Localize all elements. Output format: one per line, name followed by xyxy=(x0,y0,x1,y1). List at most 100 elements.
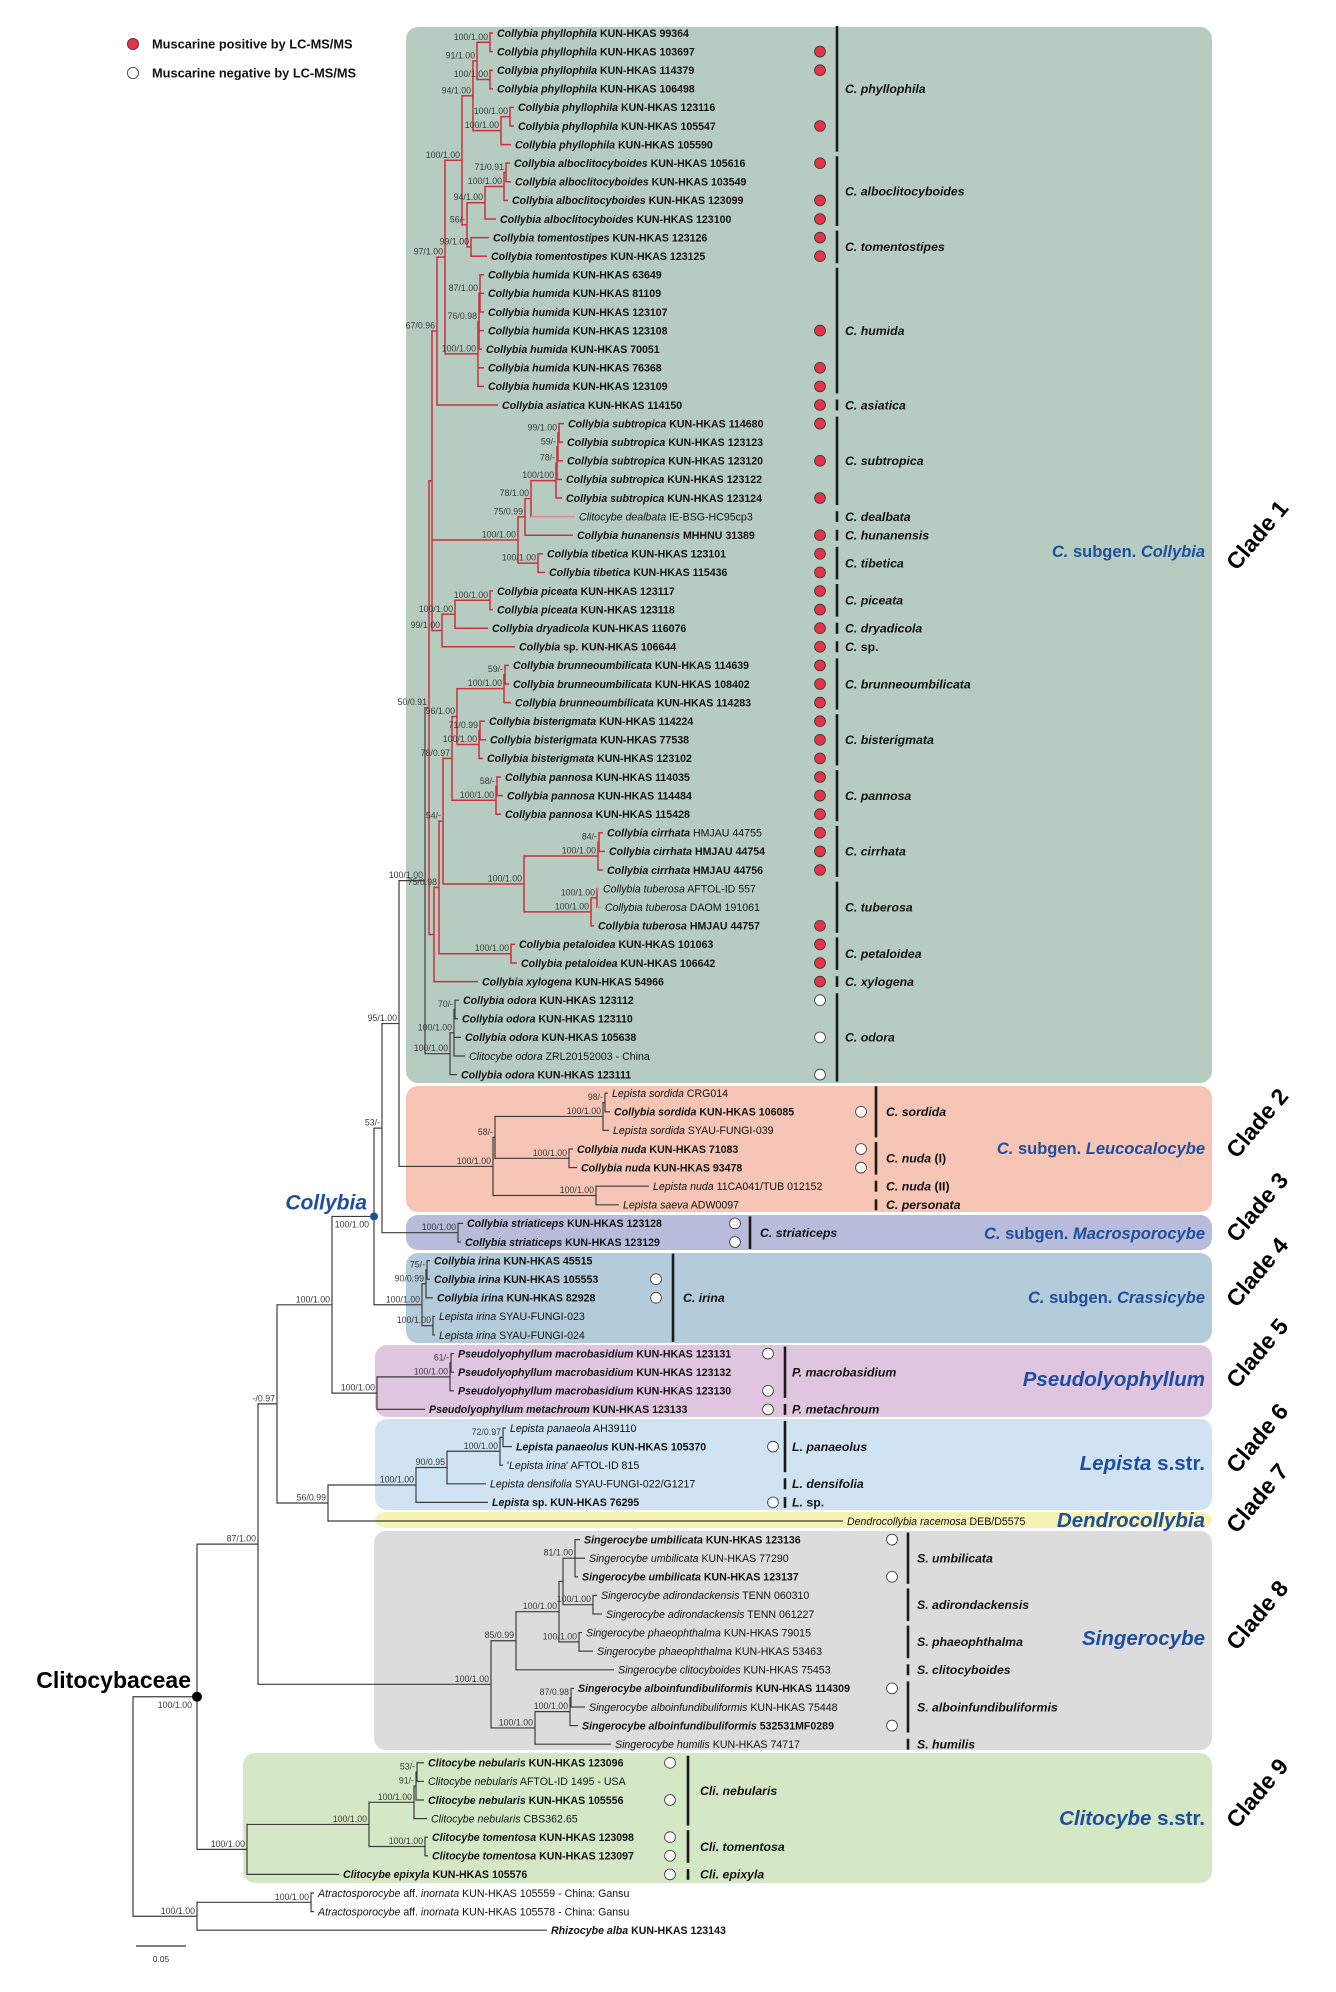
text-segment: KUN-HKAS 45515 xyxy=(501,1255,593,1267)
text-segment: Clitocybe nebularis xyxy=(428,1776,518,1788)
taxon-label: Lepista irina SYAU-FUNGI-023 xyxy=(439,1311,585,1323)
text-segment: Pseudolyophyllum macrobasidium xyxy=(458,1386,633,1398)
text-segment: Collybia striaticeps xyxy=(465,1237,562,1249)
muscarine-positive-marker xyxy=(814,361,826,374)
support-value: 100/1.00 xyxy=(567,1106,601,1116)
muscarine-positive-marker xyxy=(814,733,826,746)
clade-taxon-label: C. subgen. Leucocalocybe xyxy=(997,1140,1205,1158)
text-segment: KUN-HKAS 108402 xyxy=(652,679,750,691)
species-label: C. tuberosa xyxy=(845,901,913,915)
legend-negative-label: Muscarine negative by LC-MS/MS xyxy=(152,66,357,81)
taxon-label: Lepista irina SYAU-FUNGI-024 xyxy=(439,1330,585,1342)
support-value: 67/0.96 xyxy=(406,321,435,331)
muscarine-positive-marker xyxy=(814,324,826,337)
text-segment: Collybia irina xyxy=(437,1293,504,1305)
species-label: C. alboclitocyboides xyxy=(845,184,965,198)
support-value: 100/1.00 xyxy=(422,1222,456,1232)
species-label: P. metachroum xyxy=(792,1403,879,1417)
species-label: C. cirrhata xyxy=(845,845,906,859)
support-value: 85/0.99 xyxy=(485,1630,514,1640)
taxon-label: Collybia phyllophila KUN-HKAS 105547 xyxy=(518,121,716,133)
text-segment: Singerocybe alboinfundibuliformis xyxy=(582,1720,757,1732)
text-segment: Collybia alboclitocyboides xyxy=(500,214,634,226)
species-label: C. personata xyxy=(886,1198,961,1212)
taxon-label: Clitocybe nebularis CBS362.65 xyxy=(431,1813,578,1825)
text-segment: KUN-HKAS 123117 xyxy=(578,586,675,598)
text-segment: CRG014 xyxy=(684,1088,728,1100)
muscarine-negative-marker xyxy=(886,1571,898,1583)
muscarine-positive-marker xyxy=(814,250,826,263)
text-segment: L. xyxy=(792,1496,803,1510)
support-value: 91/- xyxy=(399,1776,414,1786)
text-segment: Collybia tuberosa xyxy=(598,921,687,933)
text-segment: Collybia xyxy=(519,642,560,654)
taxon-label: Atractosporocybe aff. inornata KUN-HKAS … xyxy=(317,1888,629,1900)
text-segment: Collybia nuda xyxy=(577,1144,647,1156)
support-value: 81/1.00 xyxy=(544,1548,573,1558)
taxon-label: Collybia tomentostipes KUN-HKAS 123126 xyxy=(493,232,707,244)
text-segment: C. personata xyxy=(886,1198,961,1212)
text-segment: KUN-HKAS 82928 xyxy=(504,1293,596,1305)
muscarine-negative-marker xyxy=(814,994,826,1006)
taxon-label: Collybia sordida KUN-HKAS 106085 xyxy=(614,1107,794,1119)
support-value: 53/- xyxy=(365,1118,380,1128)
species-label: C. sp. xyxy=(845,640,879,654)
text-segment: C. petaloidea xyxy=(845,947,922,961)
taxon-label: Clitocybe epixyla KUN-HKAS 105576 xyxy=(343,1869,527,1881)
text-segment: KUN-HKAS 103549 xyxy=(649,177,747,189)
support-value: 61/- xyxy=(434,1352,449,1362)
muscarine-negative-marker xyxy=(886,1719,898,1732)
text-segment: KUN-HKAS 105370 xyxy=(608,1441,706,1453)
text-segment: KUN-HKAS 123125 xyxy=(608,251,706,263)
taxon-label: Collybia humida KUN-HKAS 81109 xyxy=(488,288,661,300)
support-value: 96/1.00 xyxy=(426,706,455,716)
legend-positive-marker xyxy=(127,38,140,51)
support-value: 100/1.00 xyxy=(533,1148,567,1158)
text-segment: KUN-HKAS 114224 xyxy=(596,716,693,728)
text-segment: HMJAU 44755 xyxy=(690,828,762,840)
muscarine-positive-marker xyxy=(814,789,826,802)
muscarine-negative-marker xyxy=(664,1868,676,1881)
clade-box xyxy=(243,1753,1212,1883)
text-segment: Collybia odora xyxy=(465,1032,539,1044)
text-segment: KUN-HKAS 123128 xyxy=(564,1218,662,1230)
text-segment: HMJAU 44754 xyxy=(692,846,765,858)
support-value: 100/1.00 xyxy=(562,846,596,856)
text-segment: KUN-HKAS 115428 xyxy=(593,809,690,821)
support-value: 76/0.98 xyxy=(448,311,477,321)
support-value: 100/1.00 xyxy=(534,1701,568,1711)
taxon-label: Collybia humida KUN-HKAS 123107 xyxy=(488,307,668,319)
muscarine-negative-marker xyxy=(855,1161,867,1174)
taxon-label: Collybia irina KUN-HKAS 45515 xyxy=(434,1255,592,1267)
text-segment: C. xyxy=(1052,543,1069,561)
taxon-label: Collybia humida KUN-HKAS 76368 xyxy=(488,363,662,375)
text-segment: KUN-HKAS 116076 xyxy=(589,623,686,635)
text-segment: subgen. xyxy=(1001,1225,1073,1243)
taxon-label: Collybia irina KUN-HKAS 105553 xyxy=(434,1274,598,1286)
text-segment: KUN-HKAS 123124 xyxy=(664,493,762,505)
species-label: C. brunneoumbilicata xyxy=(845,677,971,691)
text-segment: KUN-HKAS 123131 xyxy=(633,1348,731,1360)
text-segment: KUN-HKAS 123130 xyxy=(633,1386,731,1398)
text-segment: Collybia tomentostipes xyxy=(493,232,610,244)
text-segment: Collybia phyllophila xyxy=(497,84,597,96)
muscarine-positive-marker xyxy=(814,845,826,858)
text-segment: Collybia tibetica xyxy=(547,549,628,561)
text-segment: TENN 060310 xyxy=(739,1590,809,1602)
text-segment: KUN-HKAS 123143 xyxy=(628,1925,726,1937)
text-segment: Lepista xyxy=(1080,1452,1152,1475)
muscarine-positive-marker xyxy=(814,938,826,951)
taxon-label: Collybia humida KUN-HKAS 123109 xyxy=(488,381,668,393)
muscarine-negative-marker xyxy=(729,1217,741,1230)
legend: Muscarine positive by LC-MS/MS Muscarine… xyxy=(127,37,357,81)
text-segment: KUN-HKAS 123118 xyxy=(578,604,675,616)
text-segment: ZRL20152003 - China xyxy=(543,1051,650,1063)
text-segment: KUN-HKAS 123098 xyxy=(536,1832,634,1844)
text-segment: KUN-HKAS 75448 xyxy=(747,1702,837,1714)
text-segment: Collybia humida xyxy=(488,325,570,337)
text-segment: KUN-HKAS 123132 xyxy=(633,1367,731,1379)
text-segment: KUN-HKAS 123099 xyxy=(646,195,744,207)
support-value: 70/- xyxy=(438,999,453,1009)
taxon-label: Collybia cirrhata HMJAU 44755 xyxy=(607,828,762,840)
text-segment: KUN-HKAS 114150 xyxy=(585,400,682,412)
